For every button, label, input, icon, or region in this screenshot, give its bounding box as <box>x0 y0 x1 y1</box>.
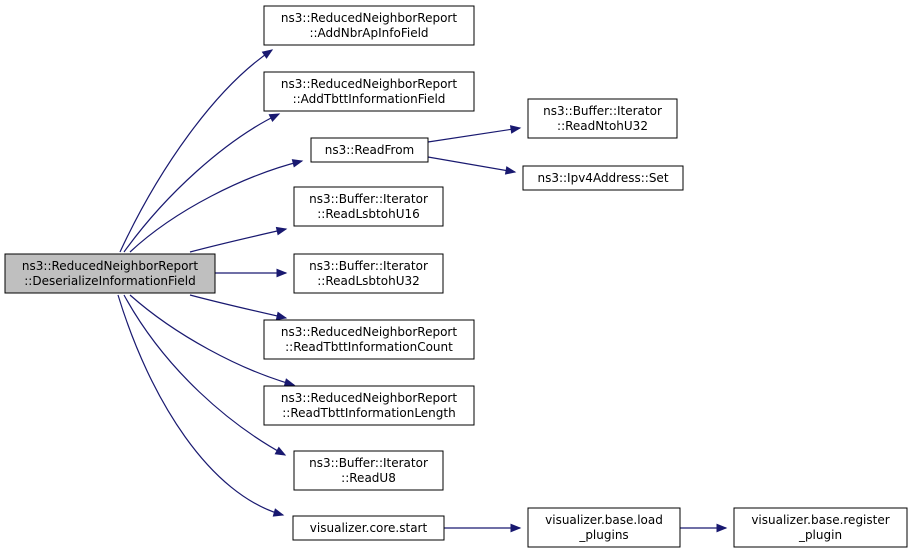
edge-root-n6 <box>189 294 288 321</box>
node-box <box>293 253 444 294</box>
edge-arrowhead <box>272 508 285 517</box>
node-label-line: ::DeserializeInformationField <box>24 274 195 288</box>
edge-n3-n10 <box>427 125 522 143</box>
edge-line <box>129 160 303 253</box>
node-box <box>263 5 475 46</box>
node-box <box>292 515 445 541</box>
edge-root-n4 <box>189 226 288 253</box>
edge-arrowhead <box>276 268 288 278</box>
graph-node[interactable]: ns3::Ipv4Address::Set <box>522 165 684 191</box>
edge-arrowhead <box>275 311 288 321</box>
node-label-line: ns3::Buffer::Iterator <box>309 456 428 470</box>
node-label-line: _plugin <box>798 528 842 542</box>
edge-arrowhead <box>274 446 287 456</box>
graph-node[interactable]: ns3::ReadFrom <box>310 137 429 163</box>
node-label-line: ::ReadLsbtohU32 <box>317 274 420 288</box>
edge-root-n2 <box>123 113 281 253</box>
node-label-line: ns3::Buffer::Iterator <box>543 104 662 118</box>
edge-arrowhead <box>504 166 517 175</box>
node-box <box>733 507 908 548</box>
edge-root-n8 <box>123 294 287 456</box>
node-label-line: ns3::ReducedNeighborReport <box>281 391 457 405</box>
node-label-line: ns3::Buffer::Iterator <box>309 259 428 273</box>
edges-layer <box>117 49 728 533</box>
edge-arrowhead <box>509 125 522 134</box>
node-label-line: ::AddTbttInformationField <box>293 92 446 106</box>
node-box <box>527 98 678 139</box>
root-node[interactable]: ns3::ReducedNeighborReport::DeserializeI… <box>4 253 216 294</box>
graph-node[interactable]: ns3::ReducedNeighborReport::AddTbttInfor… <box>263 71 475 112</box>
edge-root-n1 <box>119 49 274 253</box>
edge-line <box>129 294 295 386</box>
edge-arrowhead <box>275 226 288 236</box>
node-box <box>263 385 475 426</box>
graph-node[interactable]: ns3::Buffer::Iterator::ReadNtohU32 <box>527 98 678 139</box>
graph-node[interactable]: ns3::Buffer::Iterator::ReadU8 <box>293 450 444 491</box>
graph-node[interactable]: ns3::ReducedNeighborReport::ReadTbttInfo… <box>263 385 475 426</box>
node-box <box>522 165 684 191</box>
edge-line <box>427 127 521 143</box>
node-label-line: ns3::Buffer::Iterator <box>309 192 428 206</box>
edge-root-n9 <box>117 294 285 517</box>
graph-node[interactable]: ns3::Buffer::Iterator::ReadLsbtohU32 <box>293 253 444 294</box>
node-box <box>527 507 681 548</box>
node-label-line: _plugins <box>578 528 628 542</box>
edge-arrowhead <box>510 523 522 533</box>
graph-node[interactable]: ns3::ReducedNeighborReport::ReadTbttInfo… <box>263 319 475 360</box>
node-label-line: ::ReadLsbtohU16 <box>317 207 420 221</box>
node-label-line: ns3::Ipv4Address::Set <box>537 171 668 185</box>
node-label-line: visualizer.core.start <box>310 521 428 535</box>
graph-node[interactable]: visualizer.base.register_plugin <box>733 507 908 548</box>
node-label-line: ns3::ReducedNeighborReport <box>22 259 198 273</box>
edge-n12-n13 <box>680 523 728 533</box>
node-label-line: visualizer.base.register <box>751 513 889 527</box>
node-box <box>310 137 429 163</box>
edge-line <box>119 49 273 253</box>
edge-arrowhead <box>283 378 296 387</box>
graph-node[interactable]: visualizer.base.load_plugins <box>527 507 681 548</box>
node-label-line: ns3::ReducedNeighborReport <box>281 325 457 339</box>
edge-line <box>189 294 287 319</box>
edge-arrowhead <box>268 113 281 123</box>
node-label-line: ::ReadU8 <box>341 471 396 485</box>
edge-arrowhead <box>716 523 728 533</box>
node-label-line: visualizer.base.load <box>545 513 663 527</box>
edge-line <box>123 294 286 456</box>
graph-node[interactable]: ns3::ReducedNeighborReport::AddNbrApInfo… <box>263 5 475 46</box>
node-box <box>263 319 475 360</box>
edge-n3-n11 <box>427 156 517 175</box>
node-label-line: ::ReadTbttInformationCount <box>285 340 453 354</box>
edge-line <box>123 113 280 253</box>
edge-line <box>189 228 287 253</box>
edge-n9-n12 <box>444 523 522 533</box>
node-box <box>293 186 444 227</box>
edge-arrowhead <box>291 159 304 168</box>
node-label-line: ::AddNbrApInfoField <box>309 26 428 40</box>
edge-line <box>117 294 284 516</box>
edge-arrowhead <box>261 49 274 59</box>
node-box <box>4 253 216 294</box>
edge-line <box>427 156 516 173</box>
node-label-line: ns3::ReducedNeighborReport <box>281 77 457 91</box>
node-box <box>263 71 475 112</box>
graph-node[interactable]: ns3::Buffer::Iterator::ReadLsbtohU16 <box>293 186 444 227</box>
node-label-line: ::ReadTbttInformationLength <box>282 406 455 420</box>
node-box <box>293 450 444 491</box>
node-label-line: ns3::ReducedNeighborReport <box>281 11 457 25</box>
edge-root-n5 <box>215 268 288 278</box>
node-label-line: ::ReadNtohU32 <box>557 119 648 133</box>
graph-node[interactable]: visualizer.core.start <box>292 515 445 541</box>
edge-root-n3 <box>129 159 304 253</box>
nodes-layer: ns3::ReducedNeighborReport::DeserializeI… <box>4 5 908 548</box>
node-label-line: ns3::ReadFrom <box>325 143 414 157</box>
